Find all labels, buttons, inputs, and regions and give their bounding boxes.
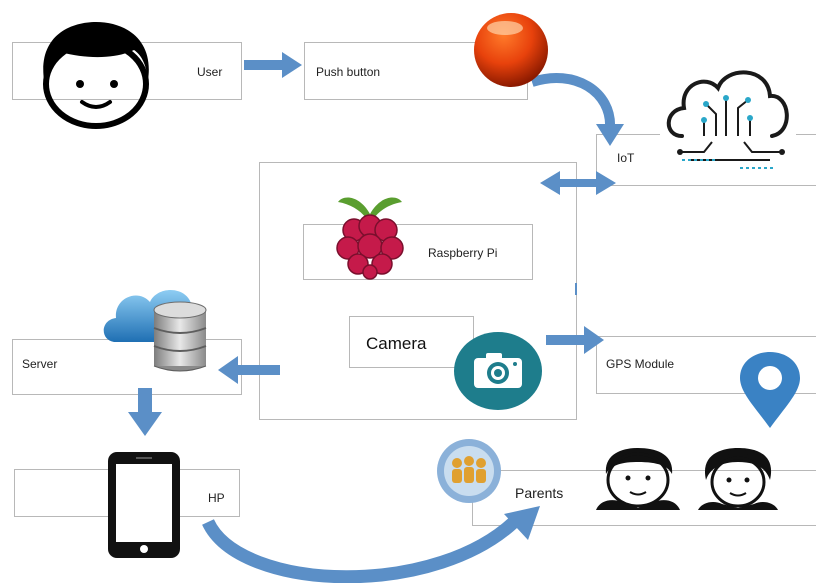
cloud-database-icon bbox=[103, 290, 207, 372]
user-face-icon bbox=[43, 22, 149, 129]
camera-box bbox=[349, 316, 474, 368]
gps-module-label: GPS Module bbox=[606, 357, 675, 371]
arrow-push-button-to-iot bbox=[530, 73, 624, 146]
mother-face-icon bbox=[698, 448, 778, 510]
raspberry-icon bbox=[336, 197, 404, 280]
arrow-server-to-hp bbox=[128, 388, 162, 436]
camera-icon bbox=[454, 332, 542, 410]
iot-label: IoT bbox=[617, 151, 635, 165]
arrow-user-to-push-button bbox=[244, 52, 302, 78]
smartphone-icon bbox=[108, 452, 180, 558]
arrow-camera-to-gps bbox=[546, 326, 604, 354]
controller-tick bbox=[575, 283, 577, 295]
arrow-hp-to-parents bbox=[202, 506, 540, 583]
user-label: User bbox=[197, 65, 223, 79]
red-button-icon bbox=[474, 13, 548, 87]
hp-label: HP bbox=[208, 491, 225, 505]
location-pin-icon bbox=[740, 352, 800, 428]
raspberry-pi-label: Raspberry Pi bbox=[428, 246, 498, 260]
arrow-controller-iot bbox=[540, 171, 616, 195]
arrow-controller-to-server bbox=[218, 356, 280, 384]
father-face-icon bbox=[596, 448, 680, 510]
parents-label: Parents bbox=[515, 485, 564, 501]
cloud-circuit-icon bbox=[660, 58, 796, 180]
push-button-label: Push button bbox=[316, 65, 381, 79]
server-label: Server bbox=[22, 357, 58, 371]
camera-label: Camera bbox=[366, 334, 427, 353]
family-icon bbox=[437, 439, 501, 503]
